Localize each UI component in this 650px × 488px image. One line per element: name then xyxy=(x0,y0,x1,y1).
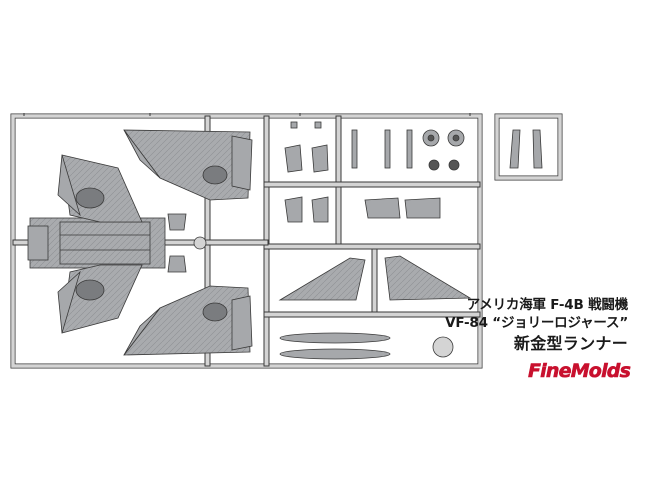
wing-lower-right xyxy=(123,285,253,356)
wing-lower-left xyxy=(57,264,143,334)
logo-wordmark: FineMolds xyxy=(528,360,631,383)
wheels xyxy=(422,129,465,171)
caption-aircraft-line: アメリカ海軍 F-4B 戦闘機 xyxy=(466,297,629,313)
wing-upper-left xyxy=(57,154,143,223)
caption-squadron-line: VF-84 “ジョリーロジャース” xyxy=(445,315,628,331)
caption-new-mold-line: 新金型ランナー xyxy=(513,334,628,353)
wing-upper-right xyxy=(123,129,253,201)
tail-small-parts xyxy=(167,121,329,273)
finemolds-logo: FineMolds xyxy=(528,356,631,386)
horizontal-stabilizers xyxy=(278,255,472,301)
small-sprue xyxy=(494,113,563,181)
drop-tanks xyxy=(279,332,454,360)
landing-gear-parts xyxy=(351,129,441,219)
